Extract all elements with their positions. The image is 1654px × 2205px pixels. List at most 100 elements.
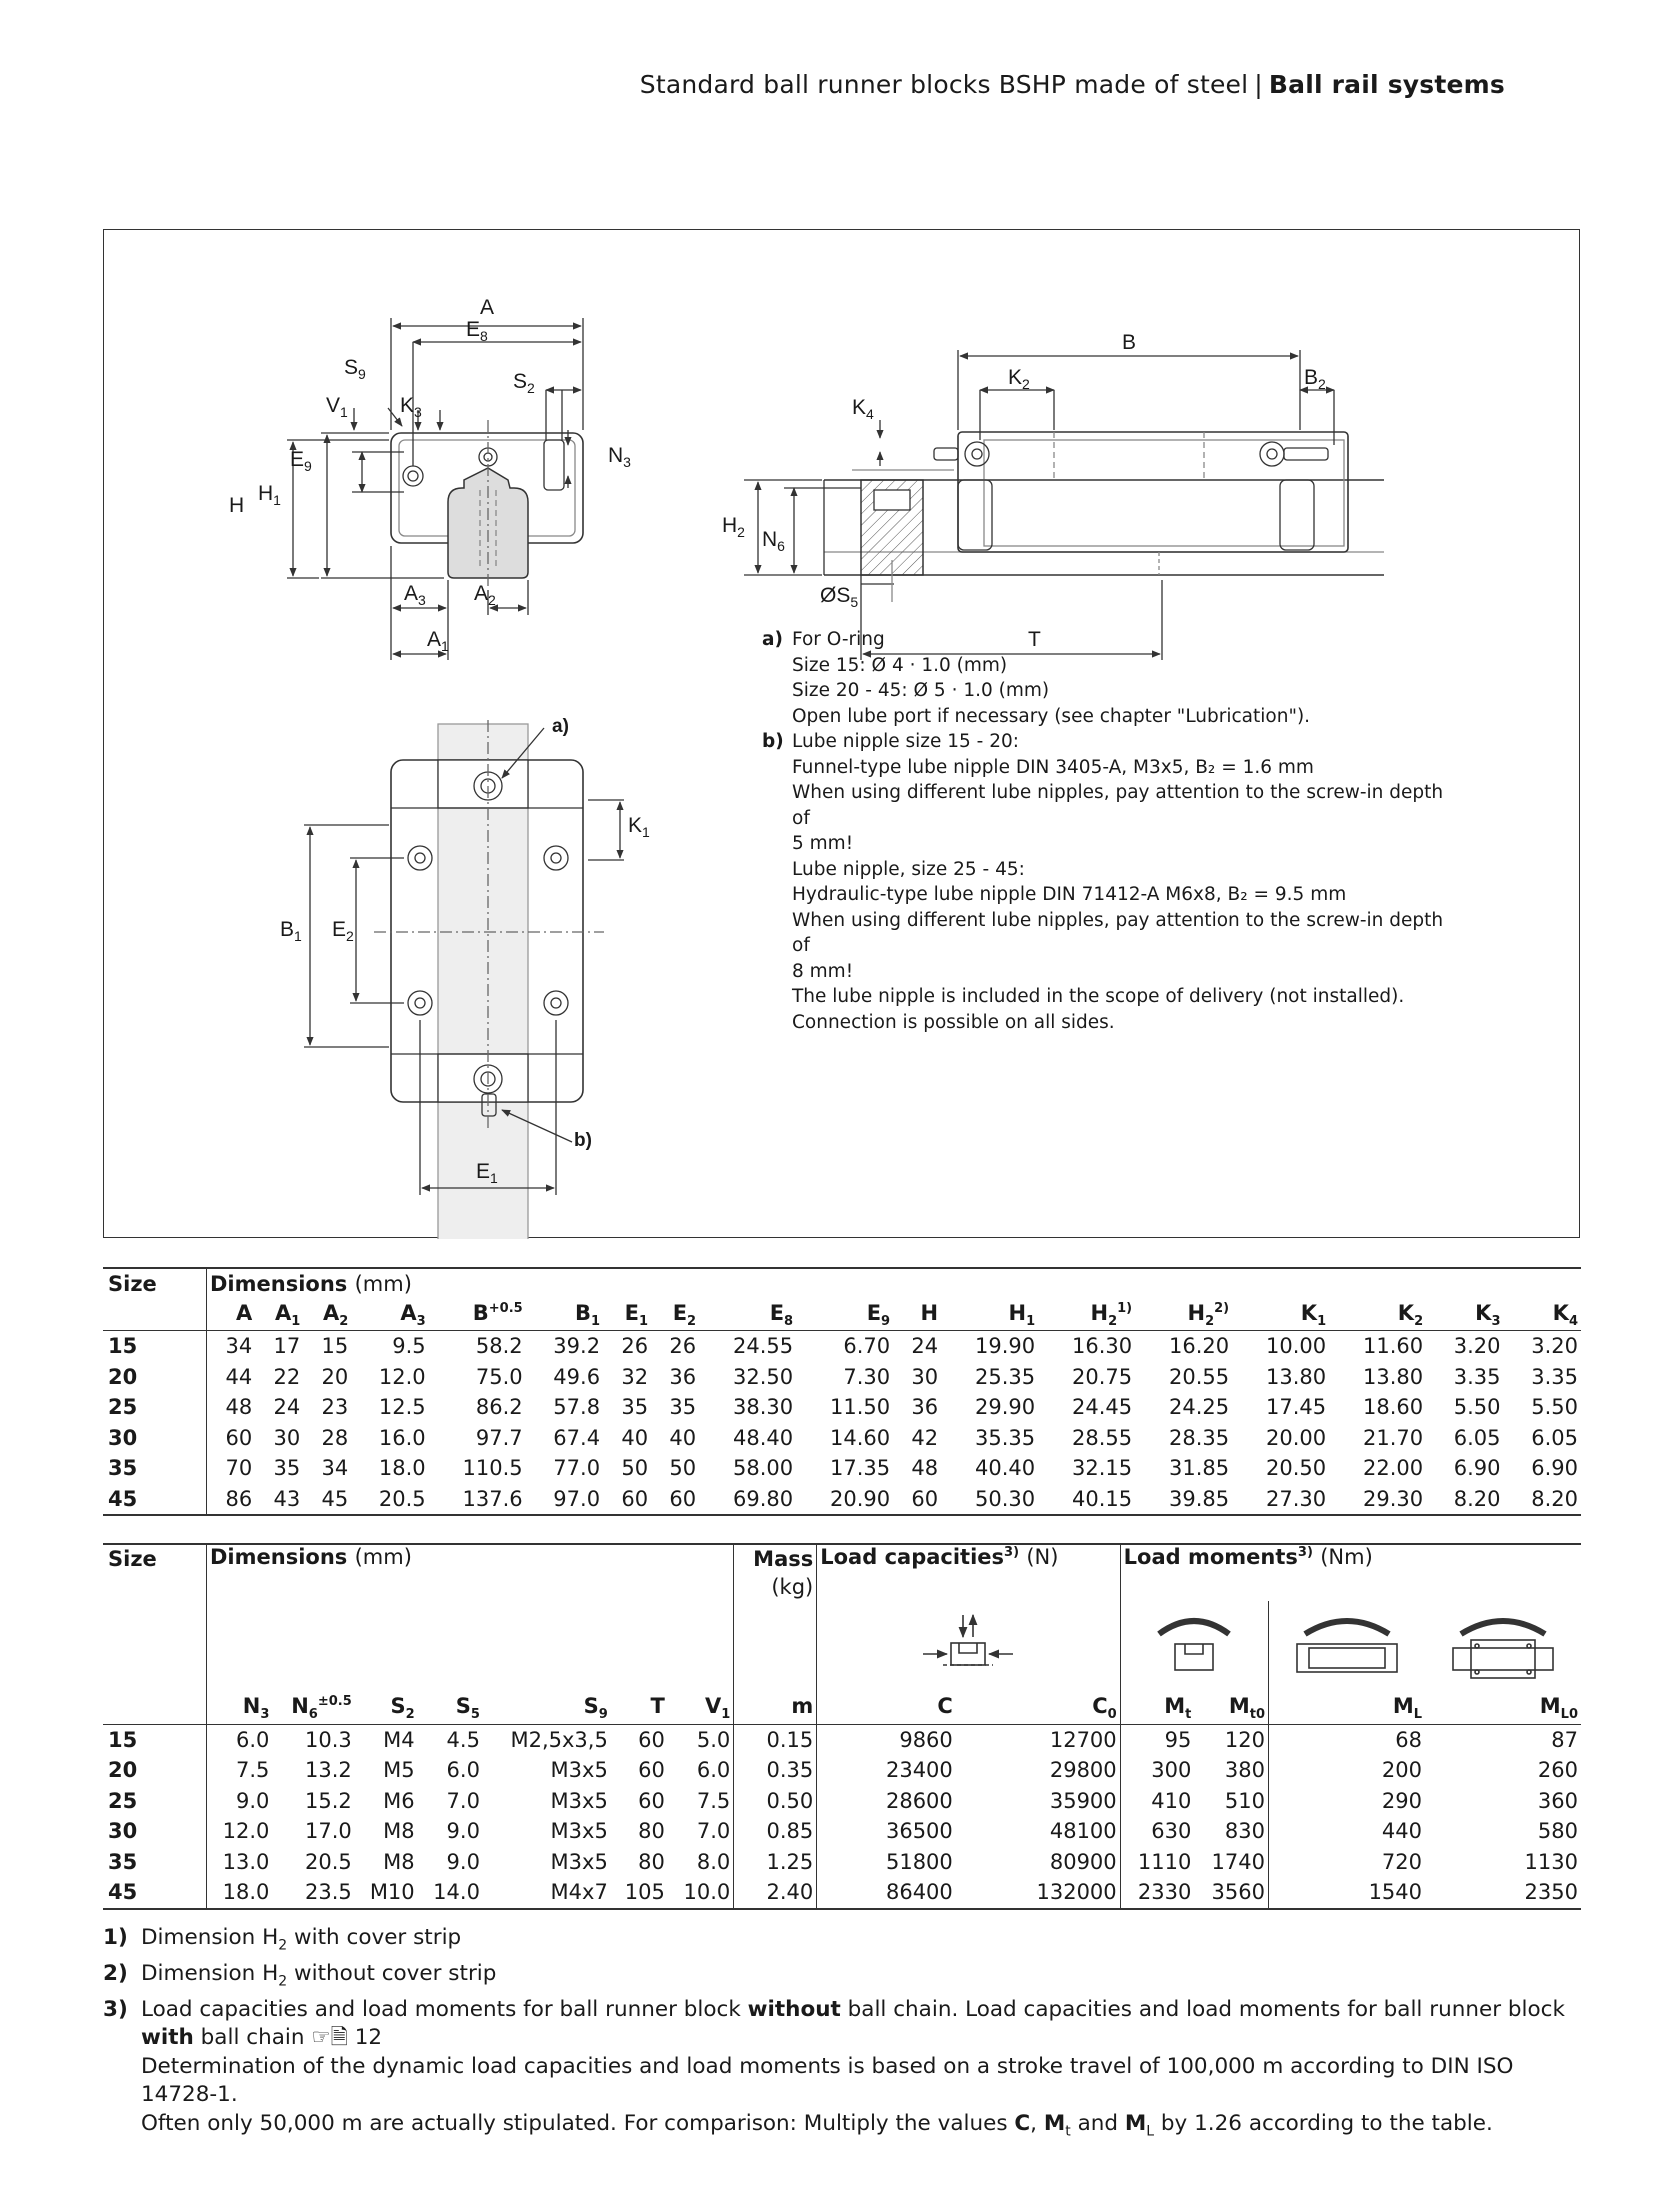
table-cell: 7.0 — [446, 1788, 480, 1813]
table-cell: 5.0 — [667, 1724, 735, 1755]
table-cell: 60 — [893, 1483, 942, 1516]
table-cell: 49.6 — [553, 1364, 601, 1389]
column-header: K1 — [1232, 1299, 1330, 1331]
size-cell: 30 — [103, 1816, 207, 1847]
column-header: B+0.5 — [428, 1299, 526, 1331]
note-b-line: Lube nipple, size 25 - 45: — [792, 858, 1025, 880]
table-cell: 97.7 — [475, 1425, 523, 1450]
svg-text:N3: N3 — [608, 444, 631, 470]
table-cell: M3x5 — [550, 1819, 608, 1844]
svg-text:B2: B2 — [1304, 366, 1326, 392]
table-cell: 50 — [621, 1456, 649, 1481]
note-b-line: Connection is possible on all sides. — [792, 1011, 1115, 1033]
top-view — [304, 720, 624, 1239]
table-cell: 48100 — [955, 1816, 1121, 1847]
table-cell: 10.0 — [667, 1877, 735, 1910]
table-cell: 18.0 — [206, 1877, 273, 1910]
table-cell: 1740 — [1194, 1846, 1270, 1877]
size-cell: 20 — [103, 1755, 207, 1786]
table-cell: 6.90 — [1531, 1456, 1578, 1481]
size-header: Size — [103, 1543, 207, 1693]
note-b-line: 8 mm! — [792, 960, 854, 982]
table-cell: 3.35 — [1453, 1364, 1501, 1389]
table-cell: 17.35 — [829, 1456, 891, 1481]
load-table: Size Dimensions (mm) Mass(kg) Load capac… — [103, 1543, 1581, 1910]
table-cell: 60 — [638, 1727, 665, 1752]
table-cell: 36 — [669, 1364, 697, 1389]
table-cell: M6 — [383, 1788, 415, 1813]
table-cell: 6.05 — [1453, 1425, 1501, 1450]
table-cell: 440 — [1381, 1819, 1423, 1844]
column-header: A2 — [303, 1299, 352, 1331]
note-b-line: 5 mm! — [792, 833, 854, 854]
page-reference[interactable]: 12 — [354, 2025, 383, 2051]
table-cell: 60 — [638, 1788, 665, 1813]
table-cell: 9.5 — [392, 1334, 426, 1359]
table-cell: M8 — [383, 1819, 415, 1844]
table-cell: 26 — [621, 1334, 649, 1359]
table-cell: 7.5 — [667, 1785, 735, 1816]
table-cell: 6.0 — [236, 1727, 270, 1752]
table-cell: 2.40 — [733, 1877, 818, 1910]
table-cell: 6.0 — [446, 1758, 480, 1783]
table-cell: 32.50 — [732, 1364, 794, 1389]
table-cell: 48.40 — [732, 1425, 794, 1450]
table-cell: 260 — [1537, 1758, 1578, 1783]
mass-group-title: Mass(kg) — [733, 1543, 818, 1601]
table-cell: 830 — [1194, 1816, 1270, 1847]
table-cell: 1130 — [1524, 1849, 1578, 1874]
table-cell: 8.20 — [1503, 1483, 1581, 1516]
note-b-line: When using different lube nipples, pay a… — [792, 909, 1444, 957]
table-cell: 20.5 — [304, 1849, 352, 1874]
svg-text:A2: A2 — [474, 582, 496, 608]
note-b-line: Funnel-type lube nipple DIN 3405-A, M3x5… — [792, 756, 1314, 778]
table-cell: 9.0 — [446, 1849, 480, 1874]
size-cell: 20 — [103, 1361, 207, 1392]
table-cell: 77.0 — [553, 1456, 601, 1481]
table-cell: 58.2 — [475, 1334, 523, 1359]
table-cell: 1110 — [1137, 1849, 1192, 1874]
table-cell: 28 — [321, 1425, 349, 1450]
table-cell: 12.5 — [378, 1395, 426, 1420]
table-cell: 51800 — [885, 1849, 953, 1874]
table-cell: 24 — [273, 1395, 301, 1420]
table-cell: 50.30 — [941, 1483, 1039, 1516]
column-header: T — [610, 1693, 668, 1725]
table-cell: 28600 — [885, 1788, 953, 1813]
table-cell: 30 — [911, 1364, 939, 1389]
svg-text:S9: S9 — [344, 356, 366, 382]
table-cell: 0.15 — [733, 1724, 818, 1755]
table-cell: 58.00 — [732, 1456, 794, 1481]
svg-text:S2: S2 — [513, 370, 535, 396]
size-cell: 45 — [103, 1483, 207, 1516]
svg-text:H: H — [229, 494, 244, 517]
table-cell: 24.55 — [732, 1334, 794, 1359]
column-header: A1 — [255, 1299, 304, 1331]
table-cell: 50 — [669, 1456, 697, 1481]
column-header: K4 — [1503, 1299, 1581, 1331]
page-reference-icon[interactable]: ☞🗎 — [311, 2025, 348, 2051]
table-cell: 18.60 — [1362, 1395, 1424, 1420]
svg-text:B: B — [1122, 331, 1136, 354]
note-b-line: The lube nipple is included in the scope… — [792, 986, 1405, 1007]
svg-text:A: A — [480, 296, 494, 319]
svg-text:E8: E8 — [466, 318, 488, 344]
table-cell: 18.0 — [378, 1456, 426, 1481]
column-header: A — [206, 1299, 256, 1331]
table-cell: 17.45 — [1265, 1395, 1327, 1420]
table-cell: 24.45 — [1071, 1395, 1133, 1420]
note-a-line: Open lube port if necessary (see chapter… — [792, 705, 1311, 727]
table-cell: 3.20 — [1453, 1334, 1501, 1359]
column-header: N3 — [206, 1693, 273, 1725]
column-header: V1 — [667, 1693, 735, 1725]
column-header: H22) — [1135, 1299, 1233, 1331]
column-header: E1 — [603, 1299, 652, 1331]
table-cell: 6.90 — [1453, 1456, 1501, 1481]
svg-text:B1: B1 — [280, 918, 302, 944]
table-cell: 200 — [1381, 1758, 1423, 1783]
